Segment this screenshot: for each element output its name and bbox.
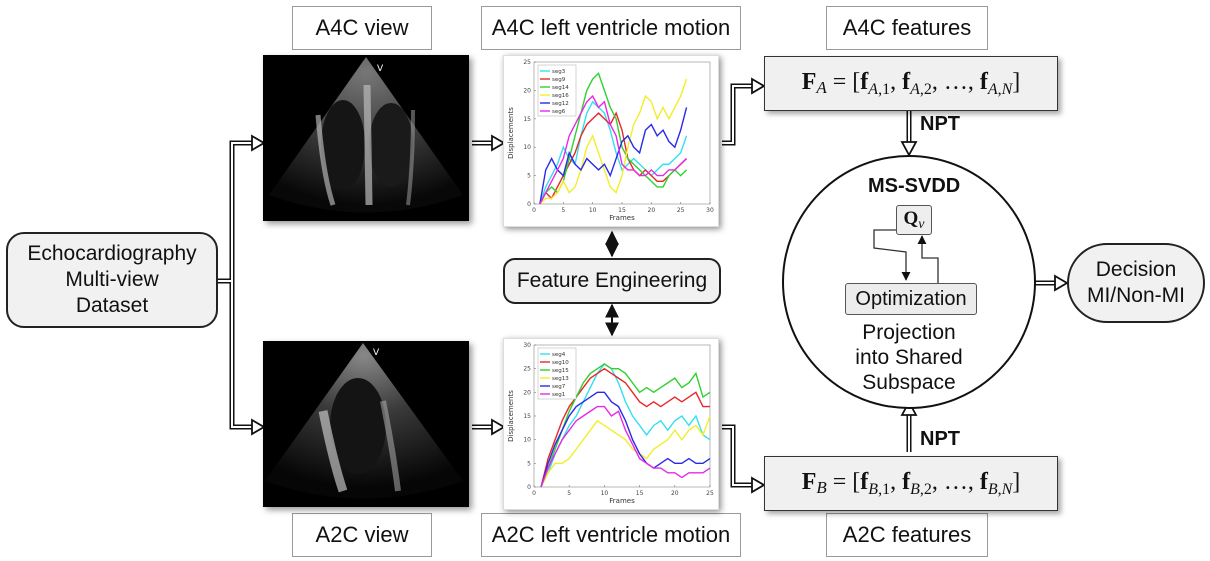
legend-label: seg13: [552, 376, 569, 382]
x-axis-label: Frames: [609, 214, 635, 222]
y-tick-label: 5: [527, 460, 531, 467]
y-tick-label: 10: [523, 144, 531, 151]
x-tick-label: 15: [618, 207, 626, 214]
x-axis-label: Frames: [609, 497, 635, 505]
legend-label: seg6: [552, 109, 566, 115]
x-tick-label: 20: [671, 490, 679, 497]
decision-line1: Decision: [1095, 257, 1177, 281]
series-line-seg15: [540, 363, 711, 488]
qv-symbol: Qv: [903, 207, 925, 232]
fa-formula: FA = [fA,1, fA,2, …, fA,N]: [801, 68, 1021, 98]
a4c-echo-image: V: [263, 55, 469, 221]
series-line-seg1: [540, 405, 711, 488]
y-tick-label: 15: [523, 116, 531, 123]
mssvdd-title: MS-SVDD: [868, 175, 961, 197]
x-tick-label: 25: [706, 490, 714, 497]
optimization-box: Optimization: [845, 283, 977, 315]
x-tick-label: 15: [636, 490, 644, 497]
dataset-line1: Echocardiography: [27, 241, 197, 265]
a4c-features-label: A4C features: [826, 6, 988, 50]
dataset-line3: Dataset: [75, 294, 149, 318]
svg-text:V: V: [373, 348, 380, 358]
y-tick-label: 15: [523, 413, 531, 420]
legend-label: seg9: [552, 77, 566, 83]
a4c-view-label: A4C view: [292, 6, 432, 50]
x-tick-label: 10: [601, 490, 609, 497]
y-tick-label: 25: [523, 59, 531, 66]
a2c-view-label: A2C view: [292, 513, 432, 557]
legend-label: seg16: [552, 93, 569, 99]
npt-label-bottom: NPT: [920, 428, 960, 450]
dataset-box: Echocardiography Multi-view Dataset: [6, 232, 218, 328]
projection-line3: Subspace: [862, 371, 956, 395]
series-line-seg12: [539, 107, 688, 205]
y-tick-label: 5: [527, 173, 531, 180]
legend-label: seg15: [552, 368, 569, 374]
legend-label: seg1: [552, 392, 565, 398]
fb-feature-box: FB = [fB,1, fB,2, …, fB,N]: [764, 456, 1058, 511]
y-axis-label: Displacements: [507, 107, 515, 159]
series-line-seg4: [540, 362, 711, 488]
decision-line2: MI/Non-MI: [1086, 284, 1185, 307]
series-line-seg6: [539, 94, 688, 205]
series-line-seg13: [540, 415, 711, 488]
legend-label: seg3: [552, 69, 566, 75]
series-line-seg16: [539, 78, 688, 205]
x-tick-label: 30: [706, 207, 714, 214]
x-tick-label: 0: [532, 490, 536, 497]
legend-label: seg4: [552, 352, 566, 358]
a4c-motion-label: A4C left ventricle motion: [481, 6, 741, 50]
feature-engineering-box: Feature Engineering: [503, 258, 721, 304]
projection-line1: Projection: [862, 321, 956, 344]
series-line-seg3: [539, 100, 688, 205]
x-tick-label: 10: [589, 207, 597, 214]
fb-formula: FB = [fB,1, fB,2, …, fB,N]: [801, 468, 1021, 498]
x-tick-label: 0: [532, 207, 536, 214]
npt-label-top: NPT: [920, 113, 960, 135]
y-tick-label: 25: [523, 366, 531, 373]
x-tick-label: 5: [561, 207, 565, 214]
decision-box: Decision MI/Non-MI: [1067, 243, 1205, 323]
projection-text: Projection into Shared Subspace: [838, 320, 980, 396]
x-tick-label: 20: [648, 207, 656, 214]
a2c-features-label: A2C features: [826, 513, 988, 557]
y-axis-label: Displacements: [507, 390, 515, 442]
mssvdd-circle: [782, 155, 1036, 409]
y-tick-label: 20: [523, 389, 531, 396]
y-tick-label: 0: [527, 201, 531, 208]
fa-feature-box: FA = [fA,1, fA,2, …, fA,N]: [764, 56, 1058, 111]
projection-line2: into Shared: [855, 346, 963, 370]
legend-label: seg12: [552, 101, 569, 107]
y-tick-label: 0: [527, 484, 531, 491]
legend-box: [537, 64, 577, 117]
series-line-seg10: [540, 367, 710, 488]
dataset-line2: Multi-view: [65, 267, 159, 291]
y-tick-label: 20: [523, 87, 531, 94]
legend-label: seg14: [552, 85, 569, 91]
series-line-seg7: [540, 391, 711, 488]
legend-label: seg7: [552, 384, 566, 390]
qv-box: Qv: [896, 205, 932, 235]
x-tick-label: 25: [677, 207, 685, 214]
svg-text:V: V: [377, 64, 384, 74]
legend-label: seg10: [552, 360, 569, 366]
x-tick-label: 5: [567, 490, 571, 497]
a2c-motion-label: A2C left ventricle motion: [481, 513, 741, 557]
legend-box: [537, 347, 577, 400]
y-tick-label: 10: [523, 437, 531, 444]
a2c-echo-image: V: [263, 341, 469, 507]
series-line-seg14: [539, 72, 688, 205]
y-tick-label: 30: [523, 342, 531, 349]
